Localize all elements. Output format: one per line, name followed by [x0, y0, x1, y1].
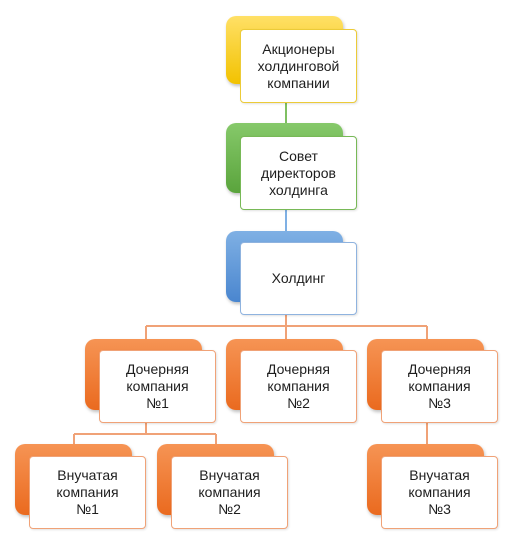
- node-holding: Холдинг: [226, 231, 357, 315]
- node-sub-subsidiary-2: Внучатая компания №2: [157, 444, 288, 529]
- node-subsidiary-1: Дочерняя компания №1: [85, 339, 216, 423]
- node-subsidiary-1-label: Дочерняя компания №1: [99, 350, 216, 423]
- node-sub-subsidiary-3-label: Внучатая компания №3: [381, 456, 498, 529]
- node-board-label: Совет директоров холдинга: [240, 136, 357, 210]
- node-board: Совет директоров холдинга: [226, 123, 357, 210]
- node-subsidiary-2-label: Дочерняя компания №2: [240, 350, 357, 423]
- connector-subsidiary1-children: [73, 423, 217, 444]
- node-sub-subsidiary-2-label: Внучатая компания №2: [171, 456, 288, 529]
- node-sub-subsidiary-1-label: Внучатая компания №1: [29, 456, 146, 529]
- node-subsidiary-3-label: Дочерняя компания №3: [381, 350, 498, 423]
- node-subsidiary-2: Дочерняя компания №2: [226, 339, 357, 423]
- node-sub-subsidiary-3: Внучатая компания №3: [367, 444, 498, 529]
- node-holding-label: Холдинг: [240, 242, 357, 315]
- connector-holding-subsidiaries: [145, 315, 428, 339]
- node-shareholders-label: Акционеры холдинговой компании: [240, 29, 357, 103]
- node-subsidiary-3: Дочерняя компания №3: [367, 339, 498, 423]
- node-sub-subsidiary-1: Внучатая компания №1: [15, 444, 146, 529]
- node-shareholders: Акционеры холдинговой компании: [226, 16, 357, 103]
